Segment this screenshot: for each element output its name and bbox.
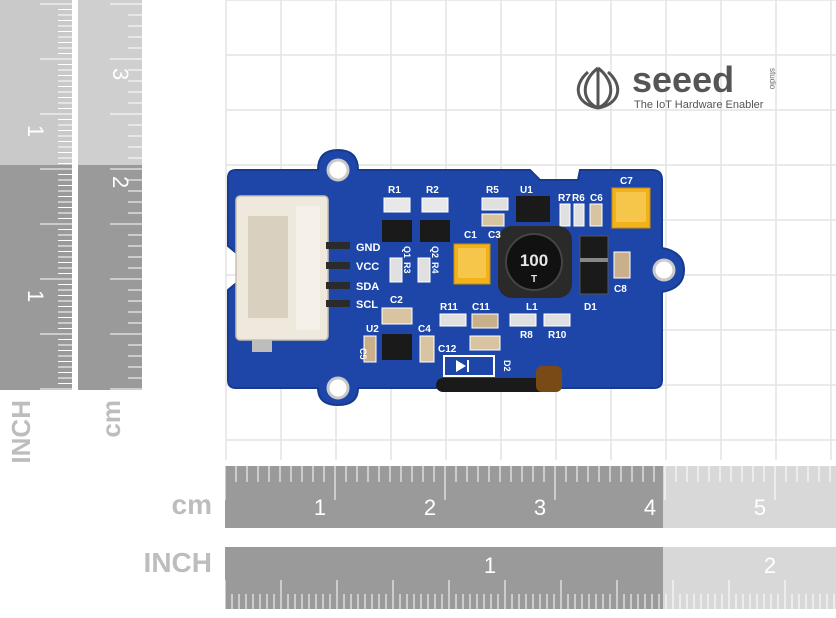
grove-module-board: GND VCC SDA SCL	[227, 148, 686, 407]
silk-c12: C12	[438, 344, 457, 355]
silk-c6: C6	[590, 193, 603, 204]
silk-c3: C3	[488, 230, 501, 241]
vertical-ruler-cm: 3 2	[78, 0, 142, 390]
brand-tagline: The IoT Hardware Enabler	[634, 99, 764, 111]
vertical-cm-tick-3: 3	[108, 68, 133, 80]
silk-c2: C2	[390, 295, 403, 306]
horizontal-cm-tick-2: 2	[424, 495, 436, 520]
vertical-cm-tick-2: 2	[108, 176, 133, 188]
mounting-hole-right	[652, 258, 676, 282]
resistor-r7	[559, 203, 571, 227]
silk-r5: R5	[486, 185, 499, 196]
silk-r11: R11	[440, 302, 458, 313]
silk-c1: C1	[464, 230, 477, 241]
vertical-ruler-inch: 1 1	[0, 0, 72, 390]
mounting-hole-bottom	[326, 376, 350, 400]
resistor-r10	[543, 313, 571, 327]
seeed-flame-icon	[576, 66, 620, 110]
pin-headers	[326, 242, 350, 307]
grove-connector	[235, 195, 329, 352]
silk-c8: C8	[614, 284, 627, 295]
capacitor-c5	[363, 335, 377, 363]
silk-r1: R1	[388, 185, 401, 196]
silk-r2: R2	[426, 185, 439, 196]
horizontal-cm-unit-label: cm	[172, 489, 212, 520]
tantalum-capacitor-c1	[453, 243, 491, 285]
seeed-logo: seeed studio The IoT Hardware Enabler	[576, 59, 777, 111]
silk-c4: C4	[418, 324, 431, 335]
horizontal-ruler-cm: 1 2 3 4 5	[224, 466, 836, 528]
silk-l1: L1	[526, 302, 538, 313]
transistor-q1	[382, 197, 412, 242]
silk-r7: R7	[558, 193, 571, 204]
horizontal-cm-tick-3: 3	[534, 495, 546, 520]
resistor-r6	[573, 203, 585, 227]
capacitor-c3	[481, 213, 505, 227]
horizontal-cm-tick-5: 5	[754, 495, 766, 520]
sensor-cable	[436, 366, 562, 392]
silk-d1: D1	[584, 302, 597, 313]
mounting-hole-top	[326, 158, 350, 182]
tantalum-capacitor-c7	[611, 187, 651, 229]
resistor-r11	[439, 313, 467, 327]
brand-name: seeed	[632, 59, 734, 100]
silk-r3: R3	[402, 262, 412, 274]
capacitor-c12	[469, 335, 501, 351]
horizontal-inch-tick-2: 2	[764, 553, 776, 578]
resistor-r3	[389, 257, 403, 283]
pin-label-scl: SCL	[356, 299, 378, 311]
silk-r6: R6	[572, 193, 585, 204]
pin-label-sda: SDA	[356, 281, 379, 293]
capacitor-c6	[589, 203, 603, 227]
ic-u1	[516, 196, 550, 222]
silk-d2: D2	[502, 360, 512, 372]
capacitor-c8	[613, 251, 631, 279]
silk-u1: U1	[520, 185, 533, 196]
brand-superscript: studio	[768, 68, 777, 90]
silk-u2: U2	[366, 324, 379, 335]
resistor-r5	[481, 197, 509, 211]
capacitor-c4	[419, 335, 435, 363]
silk-c5: C5	[358, 348, 368, 360]
diode-d2	[443, 355, 495, 377]
silk-r10: R10	[548, 330, 567, 341]
transistor-q2	[420, 197, 450, 242]
ic-u2	[382, 334, 412, 360]
horizontal-cm-tick-4: 4	[644, 495, 656, 520]
vertical-cm-unit-label: cm	[96, 400, 126, 438]
silk-q2: Q2	[430, 246, 440, 258]
silk-r4: R4	[430, 262, 440, 274]
silk-c11: C11	[472, 302, 490, 313]
capacitor-c2	[381, 307, 413, 325]
horizontal-ruler-inch: 1 2	[224, 547, 836, 609]
horizontal-inch-unit-label: INCH	[144, 547, 212, 578]
diode-d1	[579, 235, 609, 295]
silkscreen-labels: R1 R2 R5 U1 R7 R6 C6 C7 C1 C3 C8 D1 R3 Q…	[358, 176, 633, 372]
pin-label-vcc: VCC	[356, 261, 379, 273]
capacitor-c11	[471, 313, 499, 329]
vertical-inch-tick-1b: 1	[23, 290, 48, 302]
silk-r8: R8	[520, 330, 533, 341]
inductor-sub-marking: T	[531, 274, 537, 285]
silk-c7: C7	[620, 176, 633, 187]
vertical-inch-unit-label: INCH	[6, 400, 36, 464]
resistor-r4	[417, 257, 431, 283]
horizontal-inch-tick-1: 1	[484, 553, 496, 578]
inductor-marking: 100	[520, 251, 548, 270]
inductor-l1: 100 T	[498, 226, 572, 298]
pin-label-gnd: GND	[356, 242, 381, 254]
silk-q1: Q1	[402, 246, 412, 258]
resistor-r8	[509, 313, 537, 327]
horizontal-cm-tick-1: 1	[314, 495, 326, 520]
vertical-inch-tick-1a: 1	[23, 125, 48, 137]
